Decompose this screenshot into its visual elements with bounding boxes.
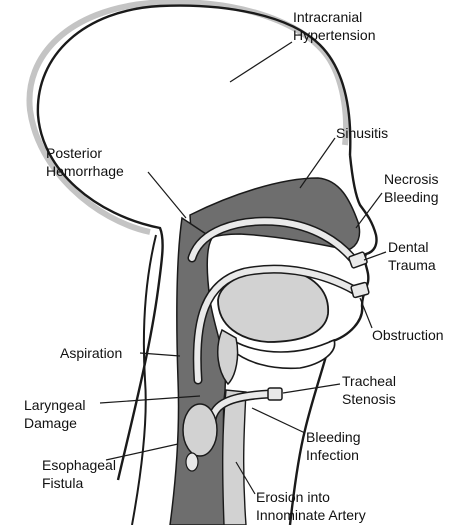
leader-intracranial [230,42,292,82]
leader-necrosis [356,193,382,228]
trachea [223,390,246,525]
esophageal-bulb [186,453,198,471]
tongue [218,270,328,342]
label-erosion-innominate: Erosion into Innominate Artery [256,488,366,524]
lower-jaw [232,340,335,368]
neck-back [132,235,156,525]
oral-connector [351,282,370,298]
label-intracranial: Intracranial Hypertension [293,8,376,44]
label-aspiration: Aspiration [60,344,122,362]
leader-bleeding [252,408,305,433]
label-posterior-hemorrhage: Posterior Hemorrhage [46,144,124,180]
label-bleeding-infection: Bleeding Infection [306,428,361,464]
label-necrosis-bleeding: Necrosis Bleeding [384,170,439,206]
label-obstruction: Obstruction [372,326,444,344]
cuff-balloon [183,404,217,456]
trach-connector [268,388,282,400]
leader-posterior [148,172,186,218]
label-tracheal-stenosis: Tracheal Stenosis [342,372,396,408]
label-esophageal-fistula: Esophageal Fistula [42,456,116,492]
label-dental-trauma: Dental Trauma [388,238,436,274]
leader-tracheal [283,384,340,393]
label-laryngeal-damage: Laryngeal Damage [24,396,86,432]
label-sinusitis: Sinusitis [336,124,388,142]
